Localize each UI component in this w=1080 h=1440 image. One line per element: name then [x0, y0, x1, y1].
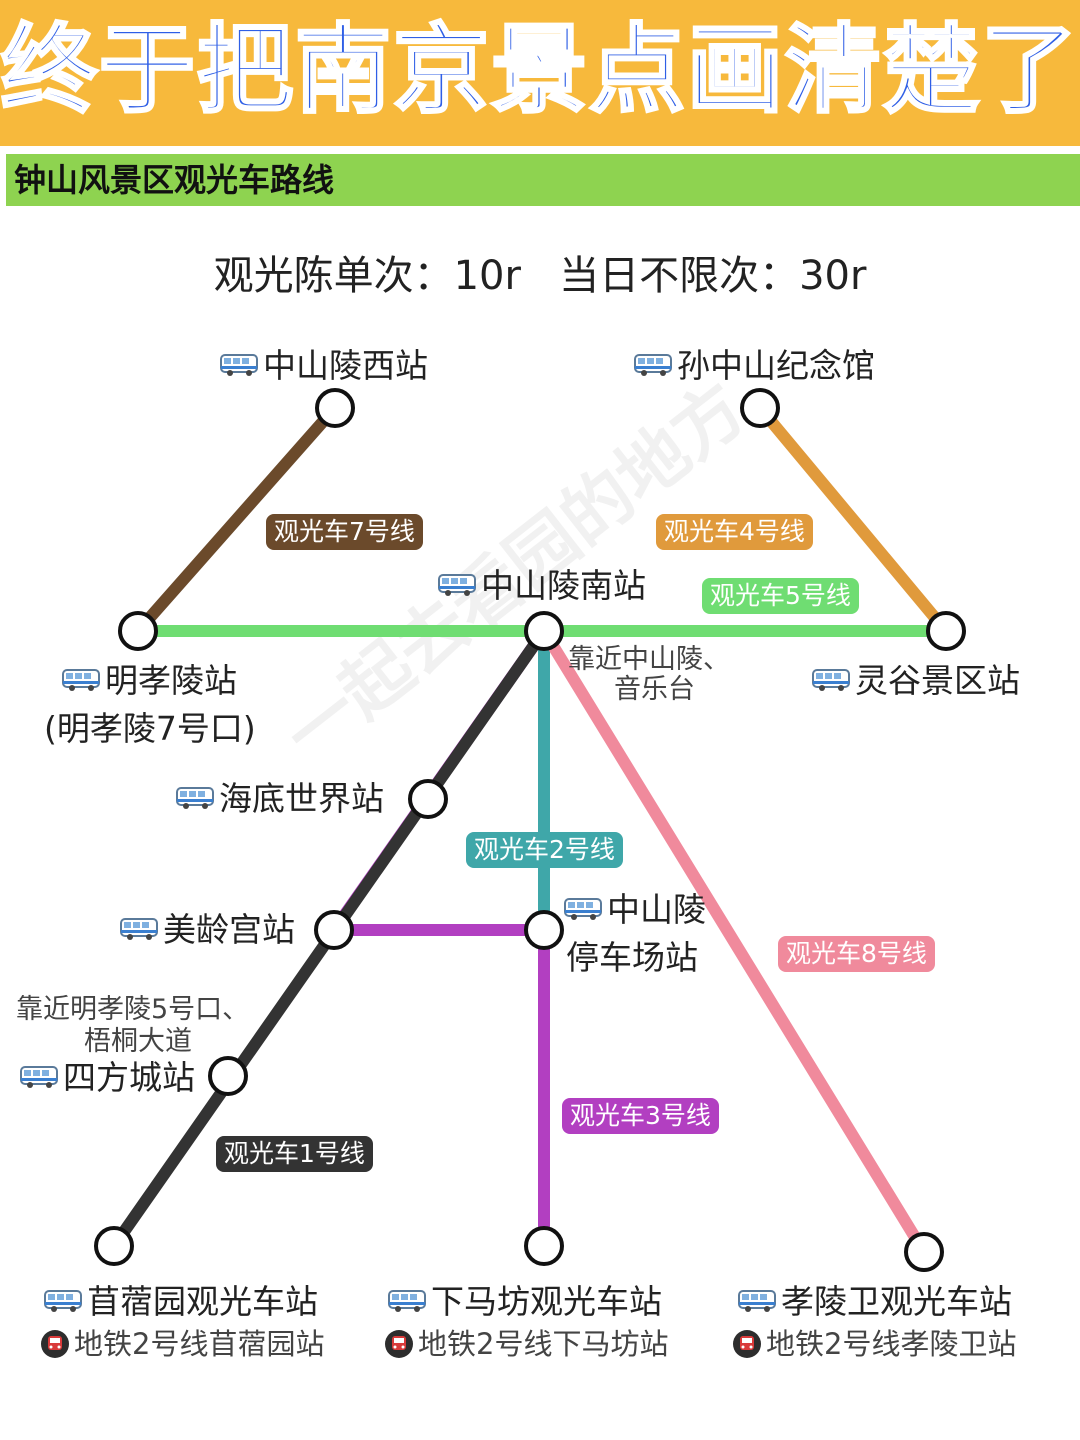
bus-icon	[44, 1289, 82, 1312]
note-sifang-2: 梧桐大道	[84, 1026, 192, 1057]
note-sifang-1: 靠近明孝陵5号口、	[16, 994, 250, 1025]
station-node-zsl-parking	[524, 910, 564, 950]
metro-train-icon	[385, 1330, 413, 1358]
bus-icon	[564, 897, 602, 920]
bus-icon	[220, 353, 258, 376]
section-title: 钟山风景区观光车路线	[14, 161, 335, 199]
bus-icon	[388, 1289, 426, 1312]
station-name: 苜蓿园观光车站	[87, 1282, 318, 1321]
bus-icon	[62, 668, 100, 691]
station-label-zsl-parking: 中山陵	[564, 890, 706, 930]
station-node-sifang	[208, 1056, 248, 1096]
station-node-xiaolingwei	[904, 1232, 944, 1272]
station-node-haidi	[408, 779, 448, 819]
metro-name: 地铁2号线苜蓿园站	[74, 1327, 325, 1361]
station-node-zsl-west	[315, 388, 355, 428]
station-label-muxu: 苜蓿园观光车站	[44, 1282, 318, 1322]
station-node-sun-memorial	[740, 388, 780, 428]
bus-icon	[812, 668, 850, 691]
route-line-4	[754, 402, 952, 637]
line-tag-3: 观光车3号线	[562, 1098, 719, 1134]
station-label-xiaolingwei: 孝陵卫观光车站	[738, 1282, 1012, 1322]
station-label-sifang: 四方城站	[20, 1058, 195, 1098]
station-label-meiling: 美龄宫站	[120, 910, 295, 950]
line-tag-7: 观光车7号线	[266, 514, 423, 550]
station-node-meiling	[314, 910, 354, 950]
station-name: 四方城站	[63, 1058, 195, 1097]
line-tag-2: 观光车2号线	[466, 832, 623, 868]
metro-train-icon	[41, 1330, 69, 1358]
station-label-xiamafang: 下马坊观光车站	[388, 1282, 662, 1322]
station-label-sun-memorial: 孙中山纪念馆	[634, 346, 875, 386]
station-label-mxl-gate: (明孝陵7号口)	[44, 709, 256, 748]
station-name: 中山陵	[607, 890, 706, 929]
bus-icon	[176, 786, 214, 809]
station-label-zsl-parking-2: 停车场站	[566, 938, 698, 977]
line-tag-1: 观光车1号线	[216, 1136, 373, 1172]
metro-label-xiaolingwei: 地铁2号线孝陵卫站	[732, 1326, 1016, 1362]
station-node-xiamafang	[524, 1226, 564, 1266]
subtitle-bar: 钟山风景区观光车路线	[6, 154, 1080, 206]
metro-name: 地铁2号线下马坊站	[418, 1327, 669, 1361]
station-name: 明孝陵站	[105, 661, 237, 700]
station-name: 中山陵西站	[263, 346, 428, 385]
note-zsl-south-1: 靠近中山陵、	[568, 644, 730, 675]
bus-icon	[738, 1289, 776, 1312]
price-info: 观光陈单次：10r 当日不限次：30r	[213, 253, 867, 299]
station-name: 下马坊观光车站	[431, 1282, 662, 1321]
title-banner: 终于把南京景点画清楚了	[0, 0, 1080, 146]
bus-icon	[634, 353, 672, 376]
route-line-8	[538, 625, 930, 1258]
station-node-mxl	[118, 611, 158, 651]
station-node-zsl-south	[524, 611, 564, 651]
station-label-mxl: 明孝陵站	[62, 661, 237, 701]
station-name: 美龄宫站	[163, 910, 295, 949]
metro-label-muxu: 地铁2号线苜蓿园站	[40, 1326, 324, 1362]
bus-icon	[120, 917, 158, 940]
bus-icon	[20, 1065, 58, 1088]
station-node-lingu	[926, 611, 966, 651]
note-zsl-south-2: 音乐台	[614, 674, 695, 705]
bus-icon	[438, 573, 476, 596]
metro-train-icon	[733, 1330, 761, 1358]
line-tag-5: 观光车5号线	[702, 578, 859, 614]
line-tag-8: 观光车8号线	[778, 936, 935, 972]
station-name: 灵谷景区站	[855, 661, 1020, 700]
metro-name: 地铁2号线孝陵卫站	[766, 1327, 1017, 1361]
line-tag-4: 观光车4号线	[656, 514, 813, 550]
station-label-haidi: 海底世界站	[176, 779, 384, 819]
station-label-zsl-west: 中山陵西站	[220, 346, 428, 386]
station-name: 孝陵卫观光车站	[781, 1282, 1012, 1321]
station-name: 中山陵南站	[481, 566, 646, 605]
station-name: 孙中山纪念馆	[677, 346, 875, 385]
station-label-zsl-south: 中山陵南站	[438, 566, 646, 606]
station-name: 海底世界站	[219, 779, 384, 818]
station-node-muxu	[94, 1226, 134, 1266]
metro-label-xiamafang: 地铁2号线下马坊站	[384, 1326, 668, 1362]
station-label-lingu: 灵谷景区站	[812, 661, 1020, 701]
route-line-7	[132, 402, 341, 637]
page-title: 终于把南京景点画清楚了	[0, 13, 1079, 128]
